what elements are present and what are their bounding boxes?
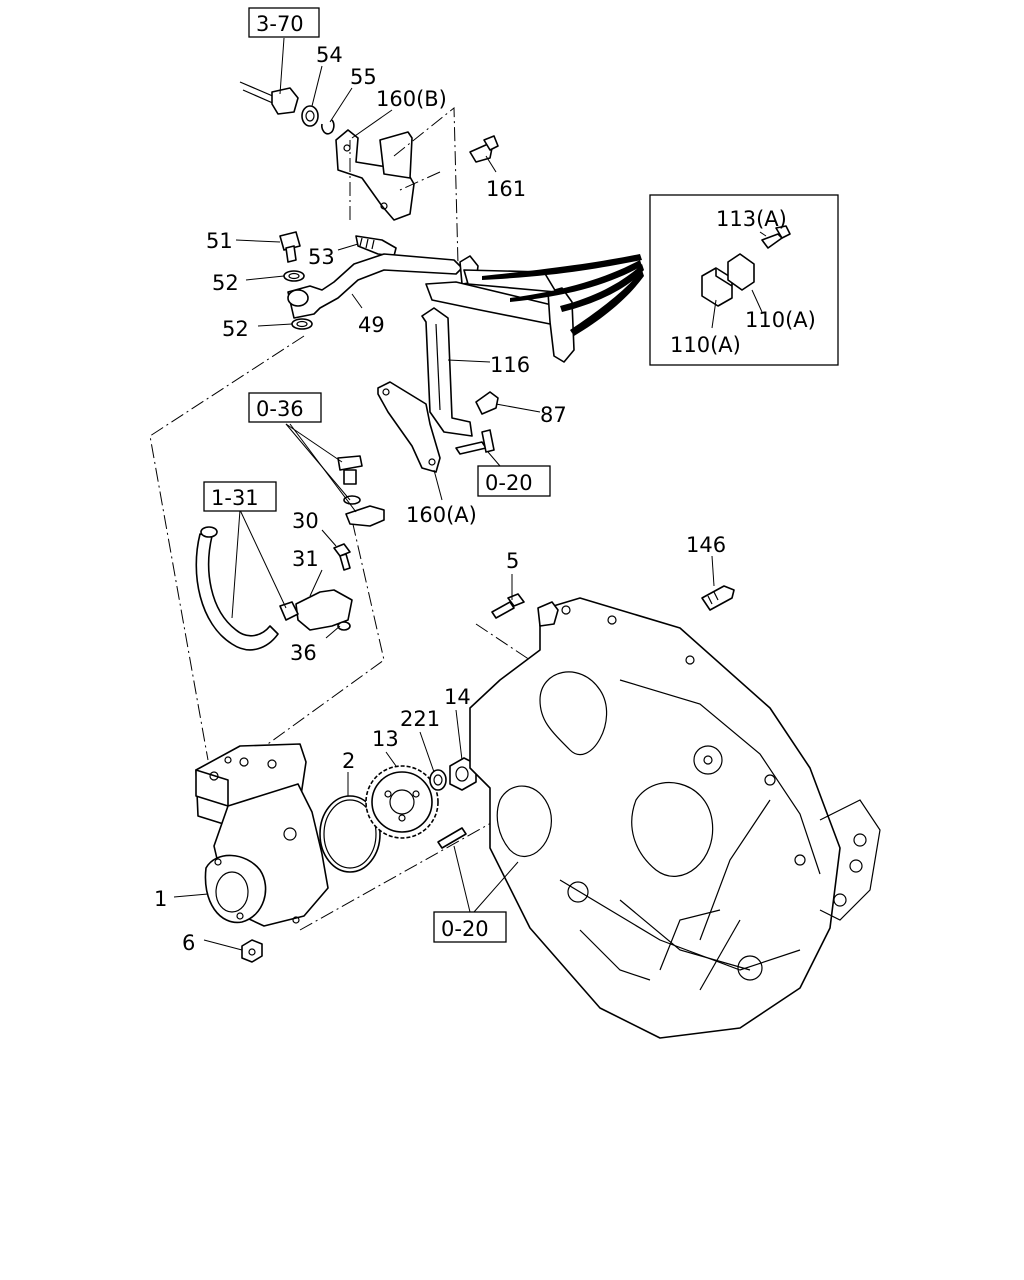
ref-box-0-20-bottom: 0-20 <box>433 911 507 943</box>
ref-box-1-31: 1-31 <box>203 481 277 512</box>
snap-ring-55 <box>321 119 335 135</box>
callout-53: 53 <box>308 245 335 269</box>
callout-113a: 113(A) <box>716 207 787 231</box>
air-compressor-1 <box>195 743 329 927</box>
callout-3-70: 3-70 <box>256 12 304 36</box>
flywheel-housing <box>469 597 881 1039</box>
callout-0-20-top: 0-20 <box>485 471 533 495</box>
detail-leader-fan <box>482 254 644 336</box>
gear-13 <box>365 765 439 839</box>
callout-160b: 160(B) <box>376 87 447 111</box>
ref-box-0-36: 0-36 <box>248 392 322 423</box>
callout-0-20-bottom: 0-20 <box>441 917 489 941</box>
callout-36: 36 <box>290 641 317 665</box>
callout-1: 1 <box>154 887 167 911</box>
pipe-fitting-3-70 <box>239 81 299 115</box>
stud-0-20-bottom <box>437 827 467 849</box>
callout-49: 49 <box>358 313 385 337</box>
washer-221 <box>429 769 447 791</box>
bolt-113a <box>761 225 791 249</box>
bolt-87 <box>475 391 499 415</box>
eye-bolt-51 <box>279 231 301 263</box>
callout-54: 54 <box>316 43 343 67</box>
callout-55: 55 <box>350 65 377 89</box>
callout-221: 221 <box>400 707 440 731</box>
callout-6: 6 <box>182 931 195 955</box>
bracket-160b <box>335 129 415 221</box>
nut-6 <box>241 939 263 963</box>
ref-box-3-70: 3-70 <box>248 7 320 38</box>
bolt-30 <box>333 543 351 571</box>
callout-146: 146 <box>686 533 726 557</box>
oring-36 <box>337 621 351 631</box>
callout-31: 31 <box>292 547 319 571</box>
callout-87: 87 <box>540 403 567 427</box>
callout-160a: 160(A) <box>406 503 477 527</box>
callout-1-31: 1-31 <box>211 486 259 510</box>
callout-30: 30 <box>292 509 319 533</box>
assembly-lines <box>149 106 551 931</box>
callout-5: 5 <box>506 549 519 573</box>
callout-2: 2 <box>342 749 355 773</box>
nut-54 <box>301 105 319 127</box>
callout-13: 13 <box>372 727 399 751</box>
callout-14: 14 <box>444 685 471 709</box>
stud-0-20-top <box>455 429 495 455</box>
fitting-146 <box>701 585 735 611</box>
air-pipe-49 <box>287 253 463 319</box>
callout-52-upper: 52 <box>212 271 239 295</box>
bracket-160a <box>377 381 441 473</box>
bracket-116 <box>421 307 473 437</box>
callout-116: 116 <box>490 353 530 377</box>
washer-52-lower <box>291 318 313 330</box>
oring-2 <box>319 795 381 873</box>
washer-52-upper <box>283 270 305 282</box>
hose-1-31 <box>195 526 279 651</box>
bolt-5 <box>491 593 525 619</box>
callout-161: 161 <box>486 177 526 201</box>
callout-0-36: 0-36 <box>256 397 304 421</box>
union-53 <box>355 235 397 257</box>
callout-labels: 54 55 160(B) 161 51 53 52 52 49 116 87 1… <box>154 43 726 955</box>
clamp-110a <box>701 253 755 307</box>
leader-lines <box>173 37 715 951</box>
callout-51: 51 <box>206 229 233 253</box>
ref-box-0-20-top: 0-20 <box>477 465 551 497</box>
callout-110a-right: 110(A) <box>745 308 816 332</box>
detail-inset: 113(A) 110(A) 110(A) <box>649 194 839 366</box>
callout-110a-left: 110(A) <box>670 333 741 357</box>
banjo-bolt-0-36 <box>337 455 385 527</box>
bolt-161 <box>469 135 499 163</box>
elbow-31 <box>279 589 353 631</box>
callout-52-lower: 52 <box>222 317 249 341</box>
